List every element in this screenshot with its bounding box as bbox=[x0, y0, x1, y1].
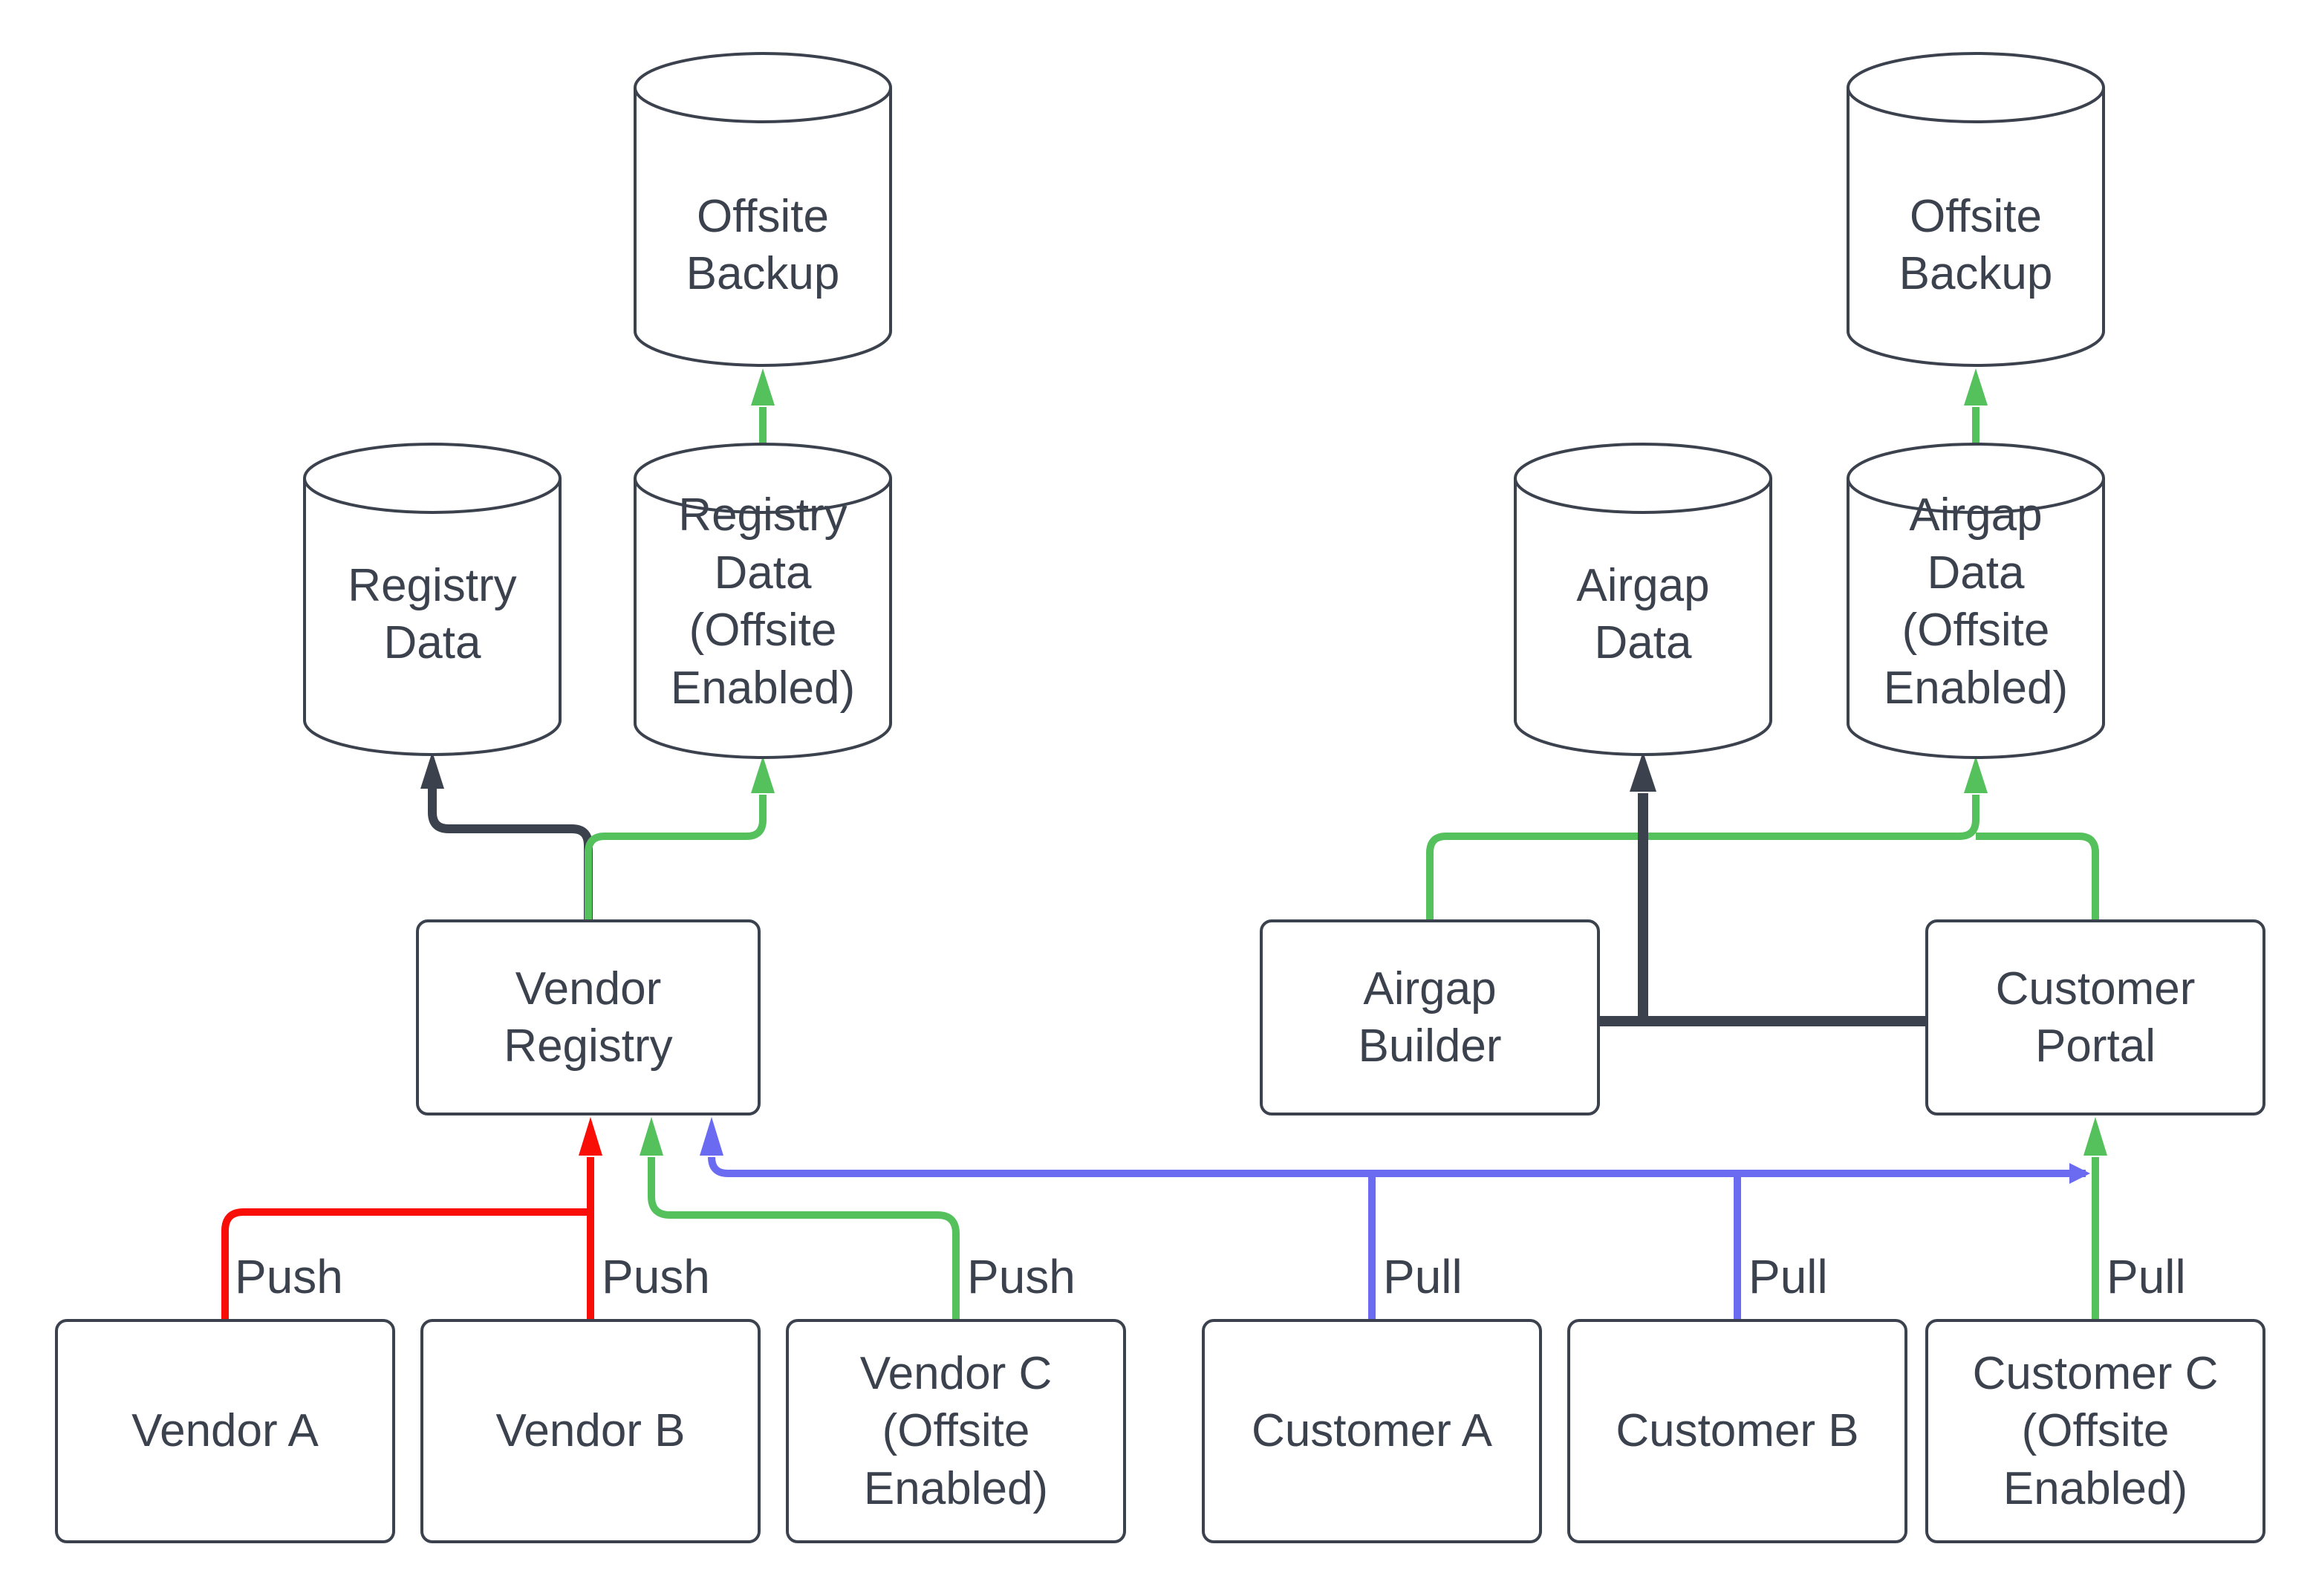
edge-customers-pull bbox=[700, 1117, 2090, 1320]
customer-b-box bbox=[1567, 1319, 1907, 1543]
airgap-data-cylinder bbox=[1514, 443, 1772, 756]
vendor-b-box bbox=[420, 1319, 761, 1543]
edge-vendor-c-push bbox=[640, 1117, 960, 1320]
vendor-registry-box bbox=[416, 919, 761, 1115]
edge-customer-c-pull bbox=[2083, 1117, 2107, 1320]
vendor-a-box bbox=[55, 1319, 395, 1543]
customer-c-box bbox=[1925, 1319, 2265, 1543]
registry-data-offsite-cylinder bbox=[634, 443, 892, 759]
edge-vendor-registry-to-registry-data bbox=[420, 752, 593, 921]
registry-data-cylinder bbox=[303, 443, 562, 756]
edge-airgap-data-offsite-to-offsite-backup bbox=[1964, 368, 1988, 444]
edge-vendor-a-push bbox=[221, 1208, 588, 1320]
airgap-builder-box bbox=[1260, 919, 1600, 1115]
edge-customer-portal-to-airgap-data-offsite bbox=[1976, 833, 2099, 921]
edge-vendor-registry-to-registry-data-offsite bbox=[585, 756, 775, 921]
customer-portal-box bbox=[1925, 919, 2265, 1115]
offsite-backup-left-cylinder bbox=[634, 52, 892, 367]
offsite-backup-right-cylinder bbox=[1847, 52, 2105, 367]
customer-a-box bbox=[1202, 1319, 1542, 1543]
edge-registry-data-offsite-to-offsite-backup bbox=[751, 368, 775, 444]
edge-vendor-b-push bbox=[579, 1117, 602, 1320]
airgap-data-offsite-cylinder bbox=[1847, 443, 2105, 759]
vendor-c-box bbox=[786, 1319, 1126, 1543]
edge-to-airgap-data bbox=[1598, 752, 1927, 1026]
edge-airgap-builder-to-airgap-data-offsite bbox=[1426, 756, 1988, 921]
